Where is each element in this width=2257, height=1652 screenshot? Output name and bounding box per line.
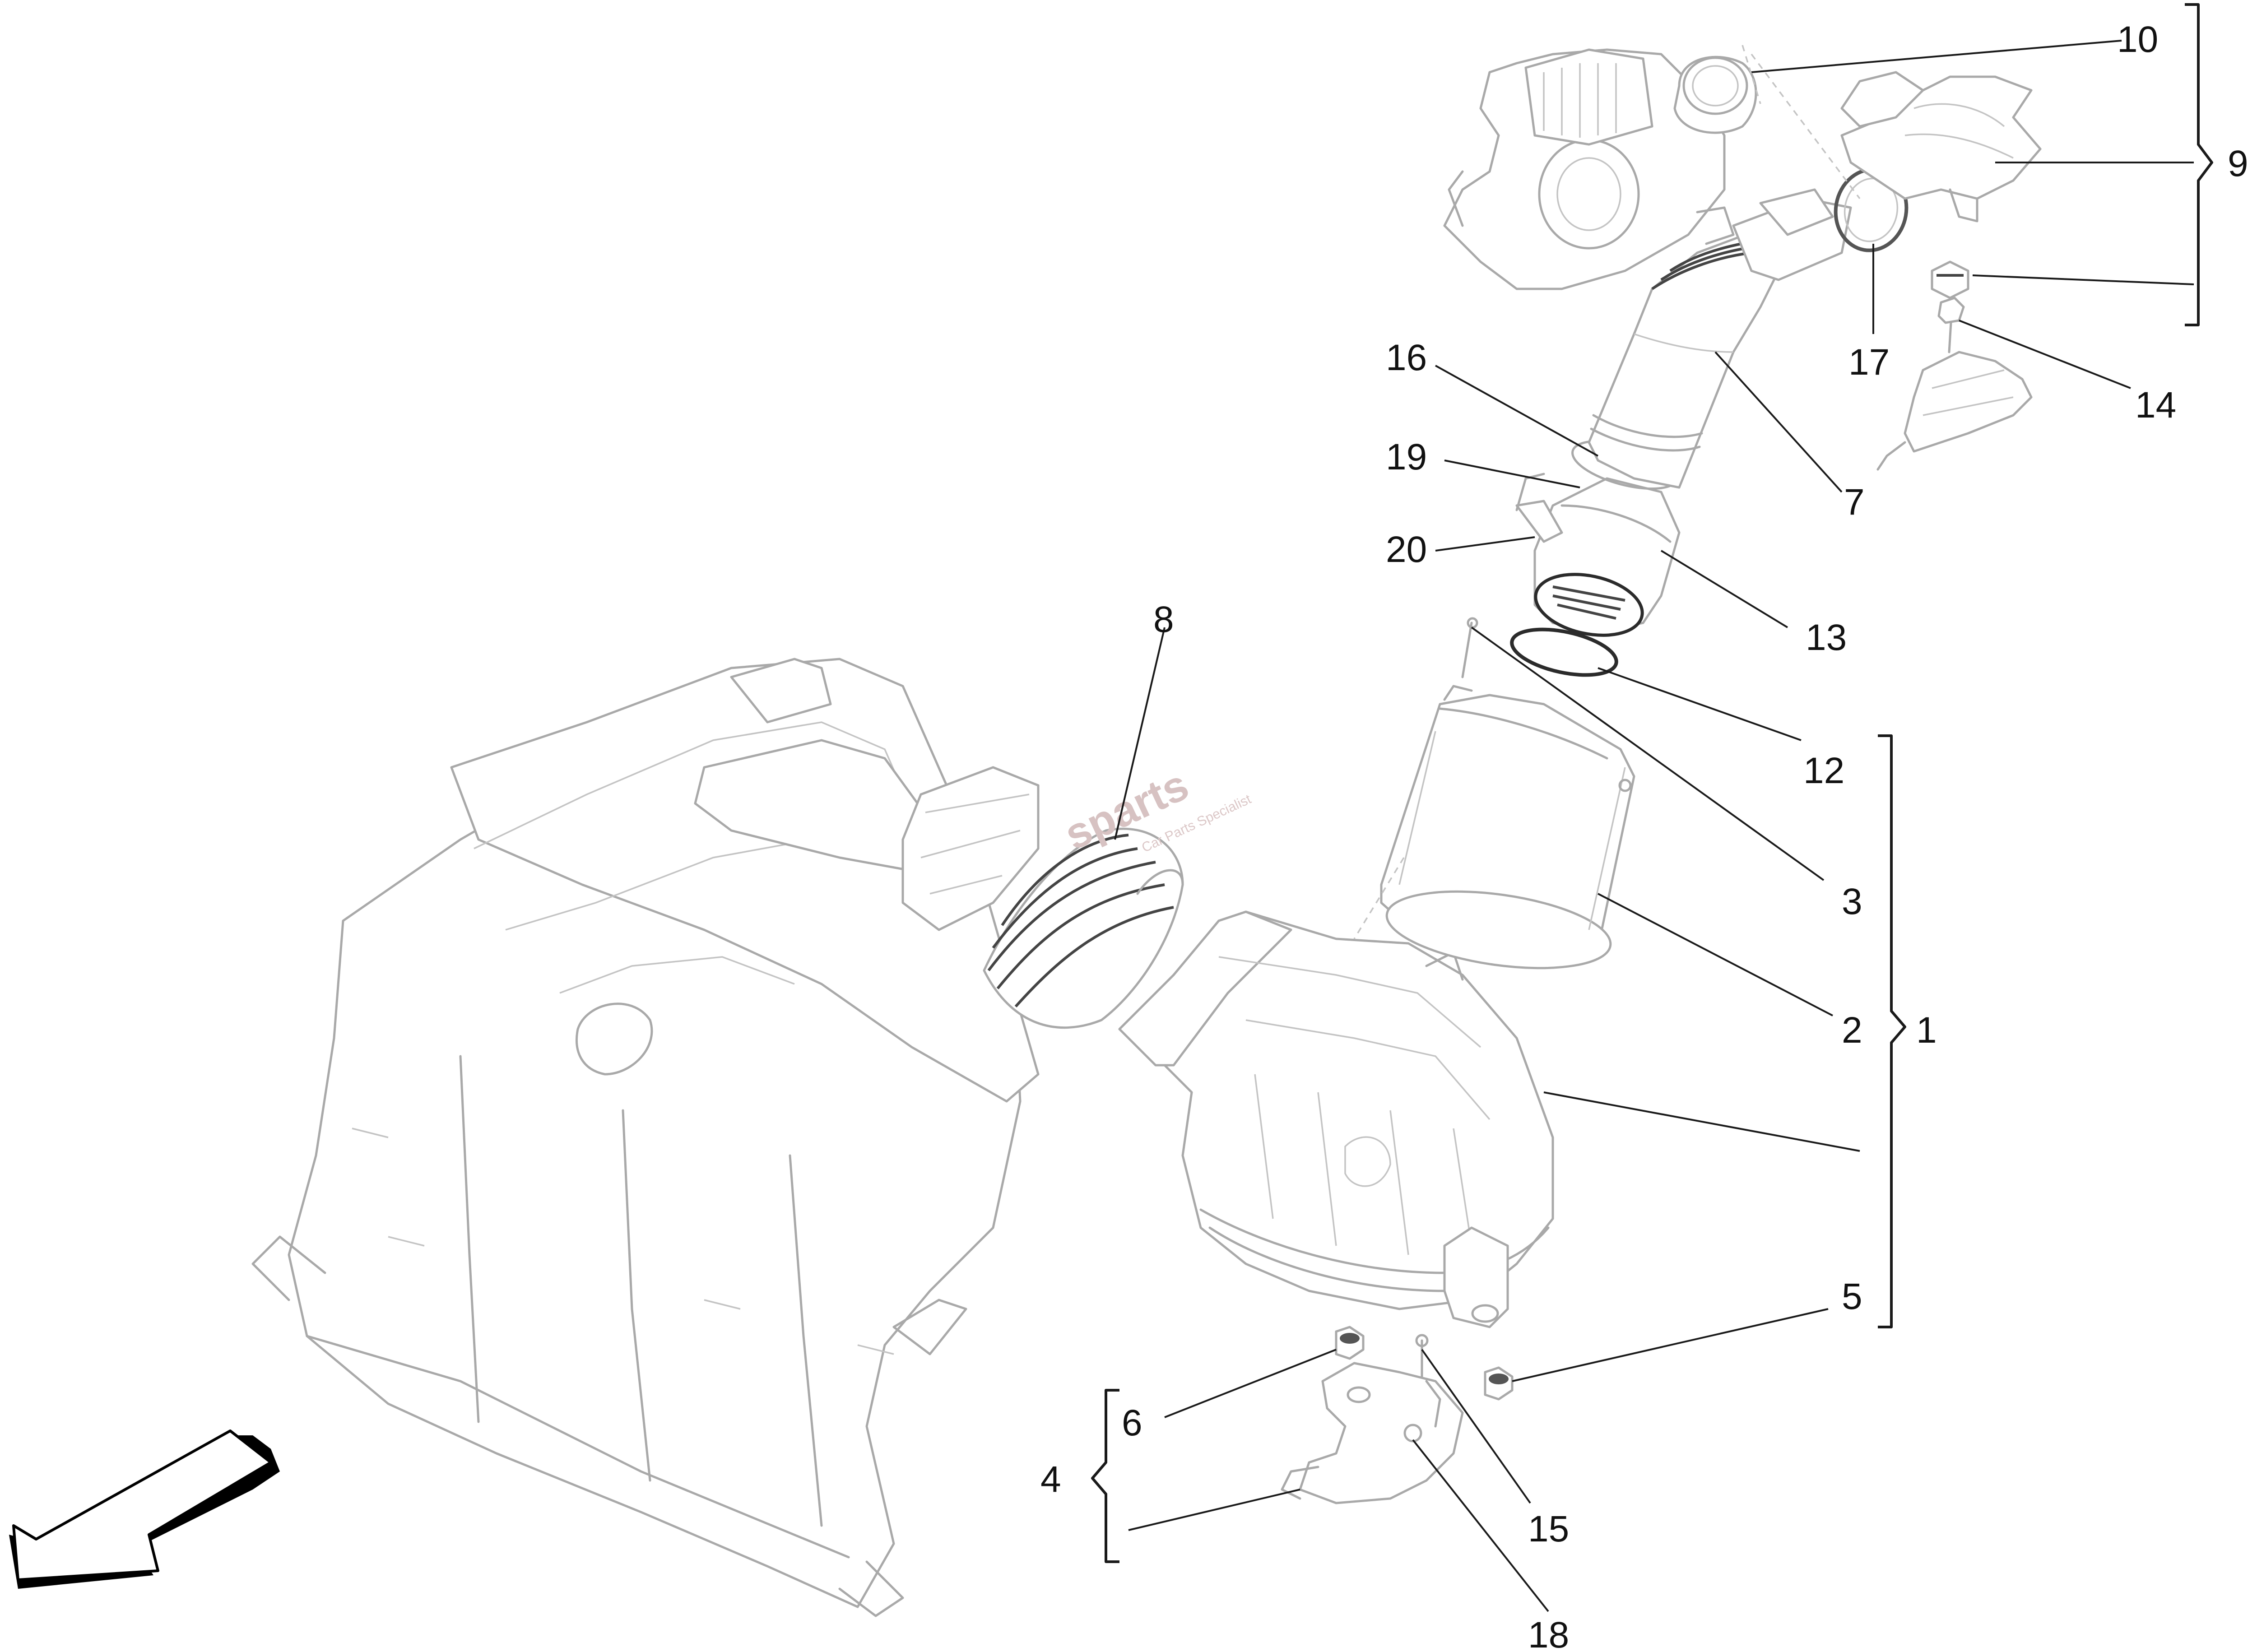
callout-5: 5 [1842, 1276, 1862, 1317]
grouping-brace-4 [1091, 1389, 1119, 1563]
callout-13: 13 [1806, 617, 1847, 658]
callout-14: 14 [2135, 385, 2176, 426]
grouping-brace-1 [1878, 734, 1906, 1328]
direction-arrow-icon [9, 1429, 280, 1589]
intake-hose-part-7 [1588, 188, 1852, 489]
callout-4: 4 [1040, 1459, 1061, 1500]
callout-2: 2 [1842, 1010, 1862, 1051]
lower-bracket-part-4 [1281, 1362, 1464, 1504]
air-intake-shroud [251, 658, 1040, 1617]
air-filter-cartridge-part-2 [1380, 685, 1635, 970]
bolt-part-14 [1937, 297, 1965, 353]
callout-labels: 10 9 17 14 16 19 20 7 13 8 12 3 2 1 5 6 … [1040, 19, 2248, 1652]
callout-19: 19 [1386, 436, 1427, 478]
rubber-grommet-part-6 [1335, 1326, 1365, 1360]
callout-7: 7 [1844, 482, 1865, 523]
grommet-nut [1931, 260, 1969, 299]
callout-16: 16 [1386, 337, 1427, 378]
callout-15: 15 [1528, 1508, 1569, 1550]
rubber-grommet-part-5 [1484, 1366, 1514, 1401]
leader-lines [1114, 40, 2194, 1612]
mounting-bracket [1876, 351, 2033, 471]
bellows-duct-part-8 [983, 827, 1184, 1029]
callout-8: 8 [1153, 599, 1174, 640]
grouping-brace-9 [2185, 3, 2213, 326]
callout-20: 20 [1386, 529, 1427, 570]
callout-1: 1 [1916, 1010, 1937, 1051]
callout-17: 17 [1848, 342, 1890, 383]
turbocharger-assembly [1443, 48, 1735, 290]
air-filter-housing-part-5 [1118, 910, 1554, 1328]
coupling-ring-part-10 [1673, 56, 1757, 134]
screw-part-3 [1461, 617, 1478, 678]
resonator-elbow-part-9 [1840, 71, 2042, 223]
o-ring-part-12 [1510, 627, 1618, 677]
callout-18: 18 [1528, 1615, 1569, 1652]
callout-12: 12 [1803, 750, 1844, 791]
mass-airflow-sensor-part-13 [1515, 473, 1681, 637]
callout-3: 3 [1842, 881, 1862, 922]
callout-9: 9 [2228, 143, 2248, 184]
screw-part-15 [1415, 1334, 1429, 1378]
callout-6: 6 [1122, 1402, 1142, 1443]
callout-10: 10 [2117, 19, 2158, 60]
